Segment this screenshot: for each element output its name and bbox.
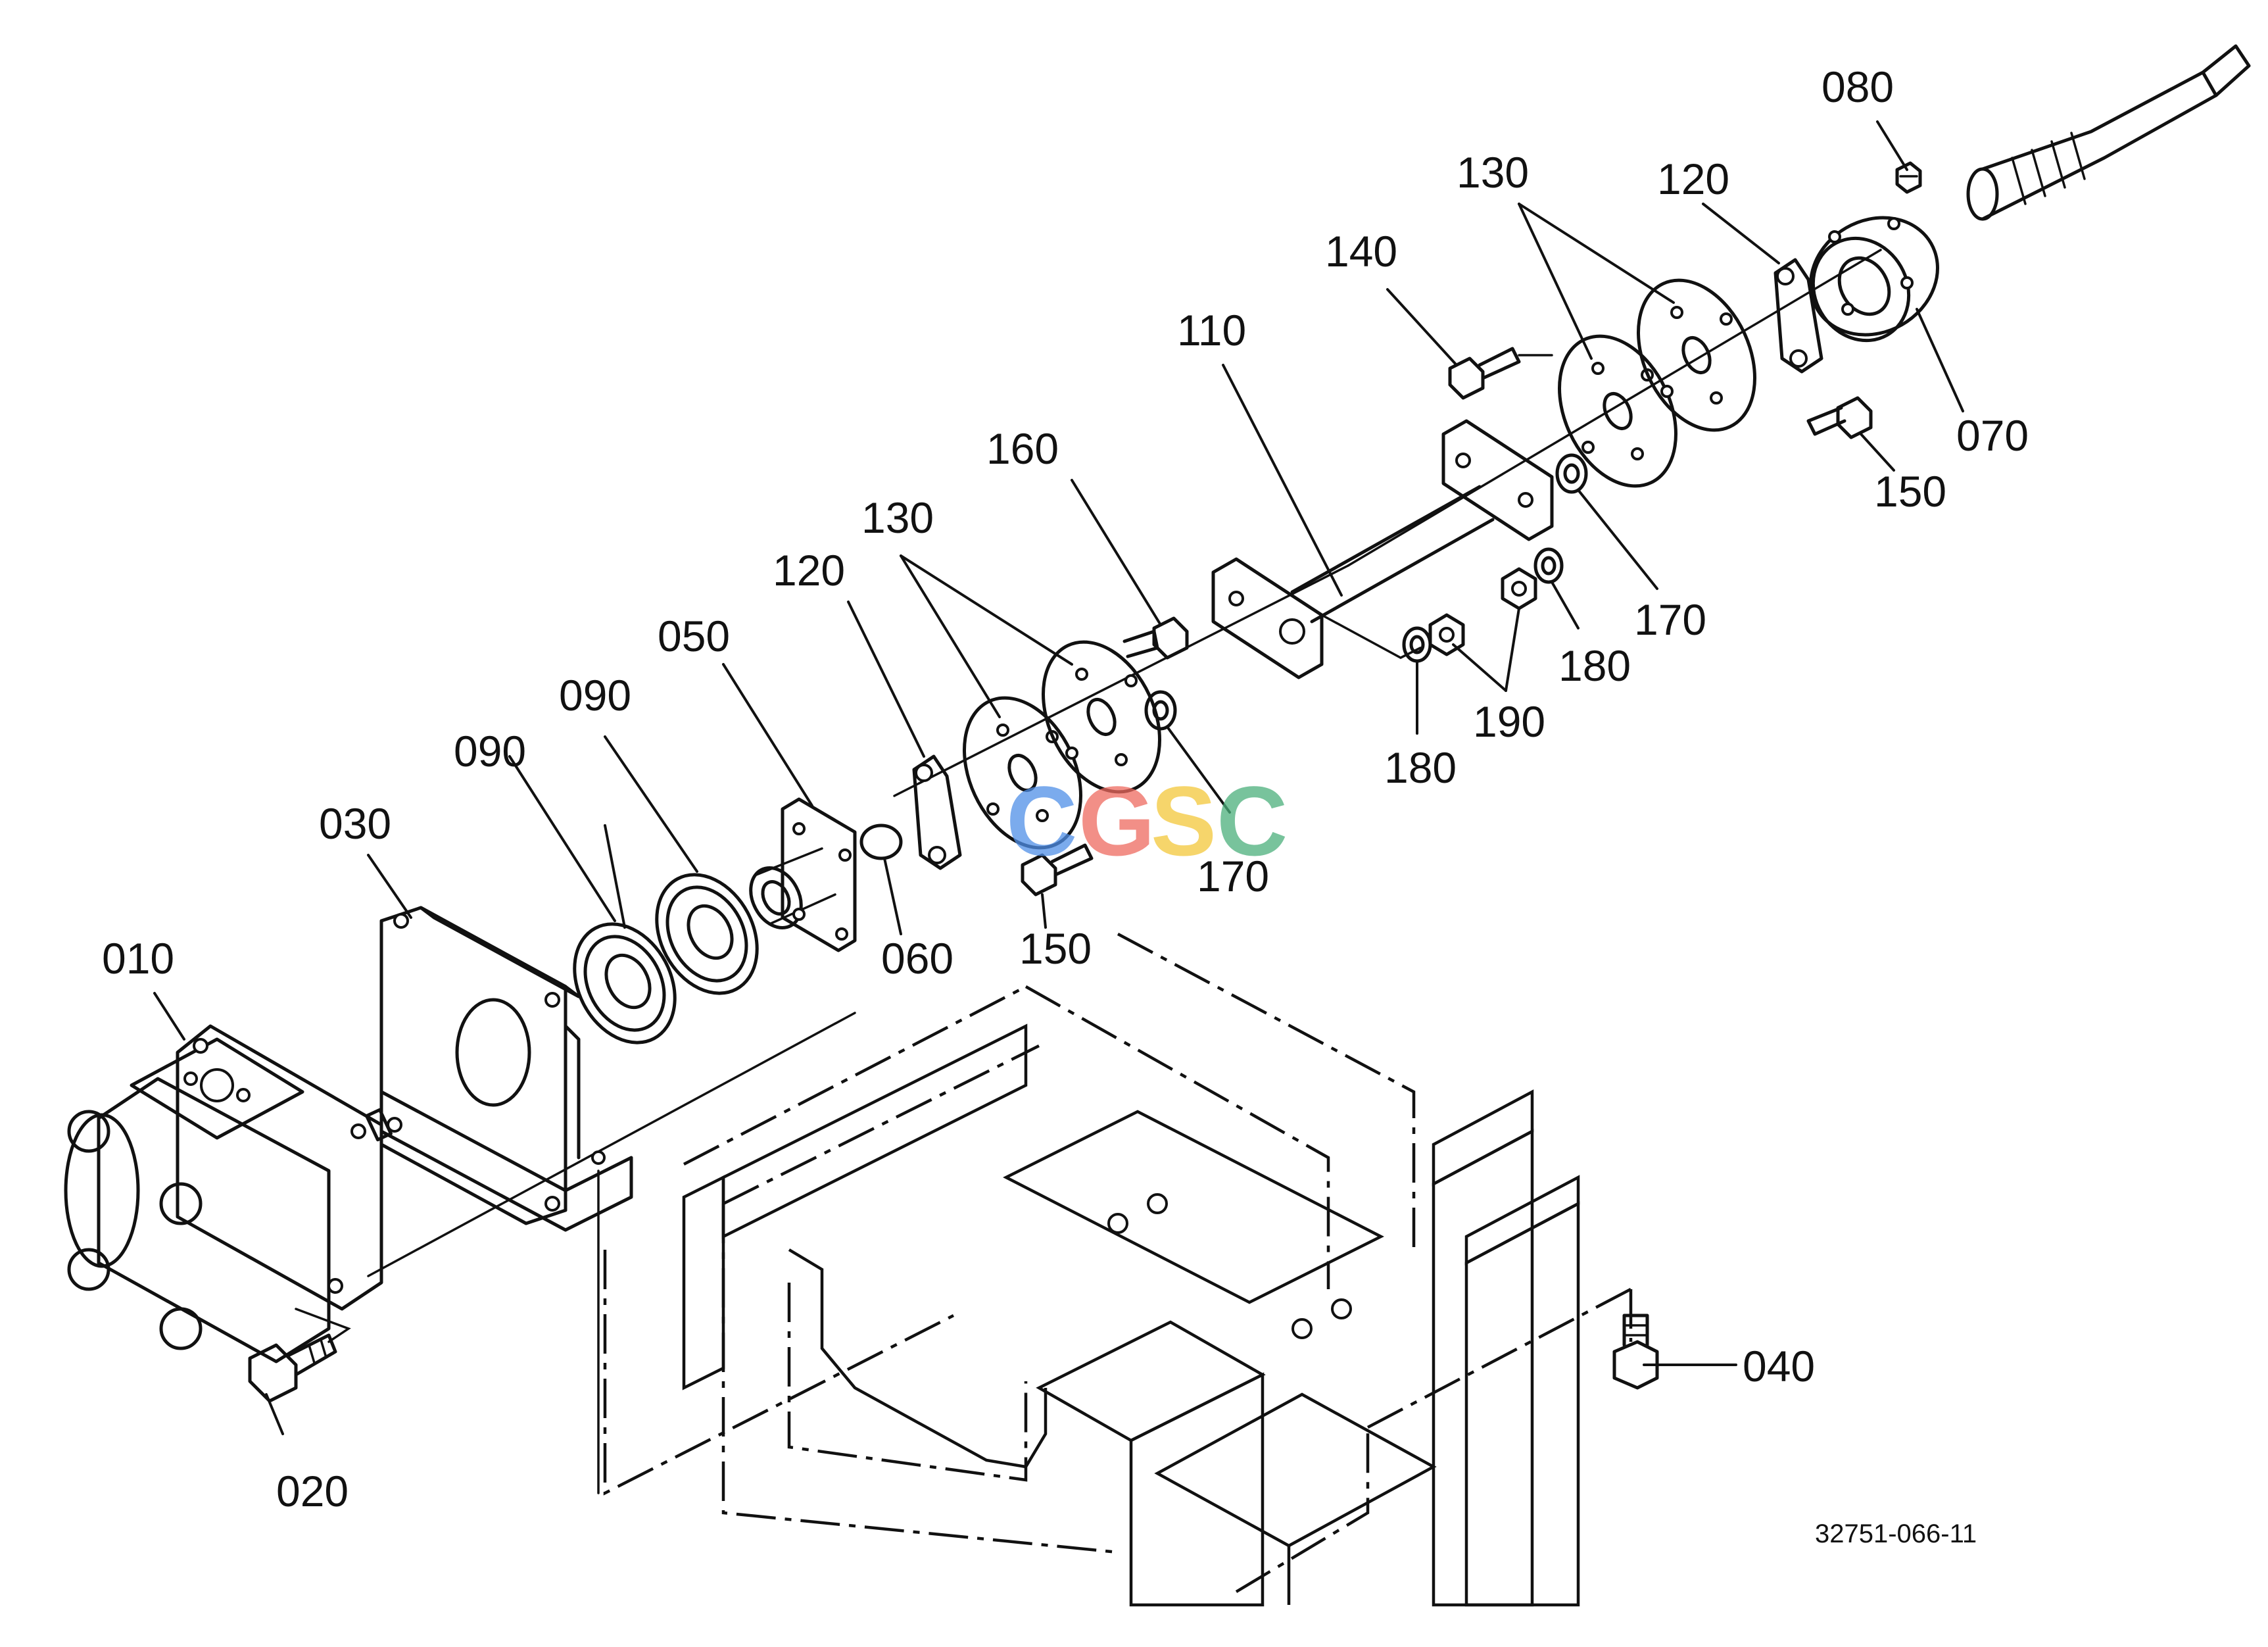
part-150-bolt-lower	[1021, 843, 1094, 897]
watermark-letter: G	[1078, 766, 1155, 876]
watermark: C G S C	[1006, 766, 1288, 876]
callout-090-outer: 090	[559, 671, 631, 720]
part-110-shaft	[1211, 419, 1554, 679]
callout-170-upper: 170	[1634, 595, 1706, 644]
watermark-letter: C	[1217, 766, 1288, 876]
part-060-key	[859, 823, 903, 860]
callout-labels: 010 020 030 040 050 060 070 080 090 090 …	[102, 62, 2029, 1515]
callout-130-upper: 130	[1457, 148, 1529, 197]
part-050-flange	[749, 797, 857, 952]
part-090-bearing-inner	[573, 922, 677, 1045]
part-120-link-upper	[1773, 258, 1823, 374]
part-170-washer-upper	[1555, 453, 1588, 494]
callout-120-lower: 120	[773, 546, 845, 595]
part-020-bolt	[248, 1308, 351, 1403]
callout-090-inner: 090	[454, 727, 526, 775]
callout-140: 140	[1325, 227, 1397, 276]
callout-070: 070	[1956, 411, 2029, 460]
callout-120-upper: 120	[1657, 155, 1729, 203]
callout-010: 010	[102, 934, 174, 983]
part-080-setscrew	[1895, 161, 1922, 194]
callout-130-lower: 130	[861, 493, 934, 542]
callout-160: 160	[986, 424, 1059, 473]
callout-150-lower: 150	[1019, 924, 1092, 973]
callout-050: 050	[658, 612, 730, 660]
part-010-pump	[64, 1024, 393, 1364]
document-number: 32751-066-11	[1815, 1519, 1977, 1548]
callout-060: 060	[881, 934, 953, 983]
callout-040: 040	[1743, 1342, 1815, 1390]
callout-110: 110	[1177, 306, 1246, 355]
watermark-letter: C	[1006, 766, 1077, 876]
callout-170-lower: 170	[1197, 852, 1269, 900]
part-180-lockwasher-b	[1533, 547, 1564, 584]
callout-030: 030	[319, 799, 391, 848]
input-shaft	[1966, 44, 2251, 221]
watermark-letter: S	[1151, 766, 1217, 876]
callout-080: 080	[1822, 62, 1894, 111]
assembly-axis	[367, 249, 1882, 1277]
part-170-washer-lower	[1144, 690, 1177, 731]
part-090-bearing-outer	[655, 873, 759, 995]
part-150-bolt-upper	[1806, 396, 1873, 439]
part-190-nut-b	[1501, 567, 1537, 610]
part-130-disc-lower-b	[1042, 640, 1161, 794]
callout-190: 190	[1473, 697, 1545, 746]
callout-020: 020	[276, 1467, 349, 1515]
part-140-bolt	[1448, 347, 1553, 400]
part-030-bracket	[379, 906, 633, 1494]
part-180-lockwasher-a	[1402, 626, 1432, 663]
callout-180-lower: 180	[1384, 743, 1457, 792]
part-040-bolt	[1612, 1314, 1659, 1390]
part-070-hub	[1809, 216, 1939, 343]
callout-150-upper: 150	[1874, 467, 1946, 516]
callout-180-upper: 180	[1558, 641, 1631, 690]
part-120-link-lower	[912, 754, 962, 870]
part-190-nut-a	[1428, 613, 1465, 656]
leader-lines	[153, 120, 1964, 1435]
chassis-frame	[603, 933, 1633, 1607]
part-160-bolt	[1122, 616, 1189, 660]
part-130-disc-upper-b	[1637, 278, 1756, 432]
